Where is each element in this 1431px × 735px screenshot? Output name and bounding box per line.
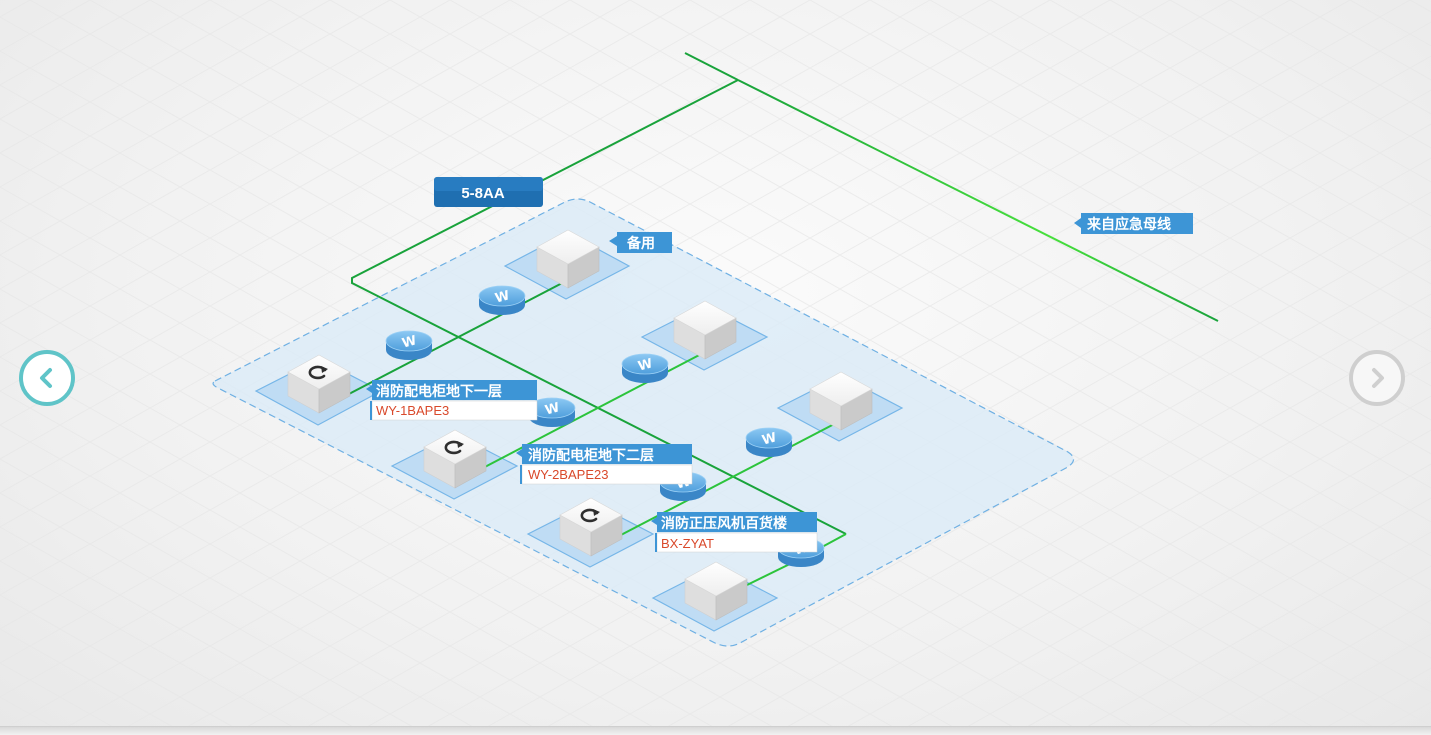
emergency-bus-text: 来自应急母线: [1086, 216, 1171, 233]
wire-feeder-top: [684, 52, 739, 81]
device-code: WY-2BAPE23: [528, 467, 608, 482]
cabinet-title-text: 5-8AA: [461, 185, 505, 202]
previous-page-button[interactable]: [19, 350, 75, 406]
device-box[interactable]: [287, 354, 351, 414]
wire-row1: [321, 279, 569, 409]
wire-row3: [593, 420, 841, 550]
emergency-bus-label: 来自应急母线: [1074, 213, 1193, 234]
switch-glyph: W: [494, 288, 512, 306]
device-name: 消防正压风机百货楼: [661, 515, 787, 532]
spare-box[interactable]: [684, 561, 748, 621]
switch-node[interactable]: W: [745, 427, 793, 457]
spare-box[interactable]: [809, 371, 873, 431]
device-name: 消防配电柜地下二层: [528, 447, 654, 464]
refresh-icon: [308, 365, 328, 380]
switch-node[interactable]: W: [621, 353, 669, 383]
spare-box[interactable]: [673, 300, 737, 360]
wire-emergency-bus: [737, 79, 1219, 322]
chevron-left-icon: [40, 368, 52, 388]
device-code: BX-ZYAT: [661, 536, 714, 551]
refresh-icon: [580, 508, 600, 523]
box-layer: [287, 229, 873, 621]
refresh-icon: [444, 440, 464, 455]
switch-node[interactable]: W: [528, 397, 576, 427]
standby-box[interactable]: [536, 229, 600, 289]
device-label[interactable]: 消防正压风机百货楼 BX-ZYAT: [651, 512, 818, 553]
device-box[interactable]: [423, 429, 487, 489]
chevron-right-icon: [1372, 368, 1384, 388]
device-code: WY-1BAPE3: [376, 403, 449, 418]
switch-glyph: W: [761, 430, 779, 448]
device-box[interactable]: [559, 497, 623, 557]
device-name: 消防配电柜地下一层: [376, 383, 502, 400]
standby-label: 备用: [609, 232, 672, 253]
switch-glyph: W: [637, 356, 655, 374]
platform: [212, 198, 1075, 647]
device-label[interactable]: 消防配电柜地下二层 WY-2BAPE23: [516, 444, 693, 485]
switch-node[interactable]: W: [385, 330, 433, 360]
switch-layer: WWWWWWW: [385, 285, 825, 567]
standby-text: 备用: [626, 235, 655, 252]
switch-glyph: W: [544, 400, 562, 418]
next-page-button[interactable]: [1349, 350, 1405, 406]
switch-node[interactable]: W: [478, 285, 526, 315]
switch-glyph: W: [401, 333, 419, 351]
bottom-bar: [0, 726, 1431, 735]
device-label[interactable]: 消防配电柜地下一层 WY-1BAPE3: [366, 380, 538, 421]
wire-main-trunk: [351, 79, 847, 535]
cabinet-title-label[interactable]: 5-8AA: [434, 177, 543, 207]
